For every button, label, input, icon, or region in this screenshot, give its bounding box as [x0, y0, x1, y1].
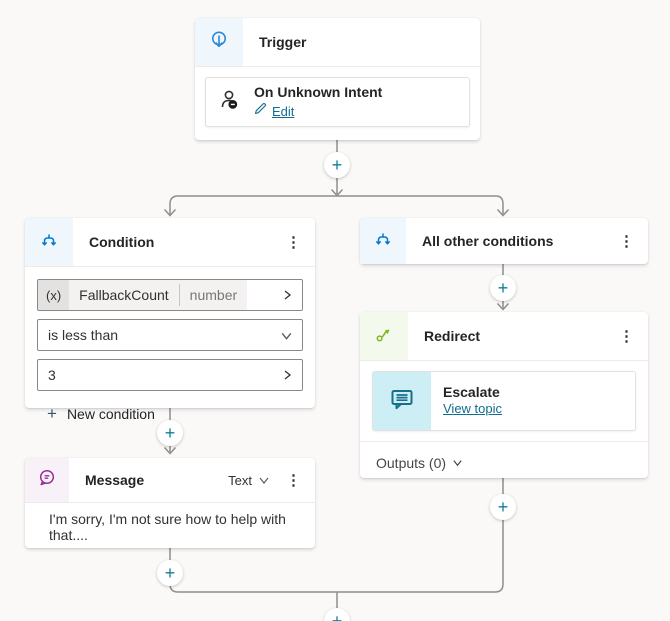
chat-message-icon: [388, 385, 416, 418]
add-node-button-before-message[interactable]: +: [157, 420, 183, 446]
message-node[interactable]: Message Text ⋮ I'm sorry, I'm not sure h…: [25, 458, 315, 548]
outputs-label: Outputs (0): [376, 454, 447, 471]
branch-icon: [373, 229, 393, 254]
trigger-icon: [209, 30, 229, 55]
chevron-right-icon[interactable]: [272, 369, 302, 381]
condition-variable-field[interactable]: (x) FallbackCount number: [37, 279, 303, 311]
redirect-icon: [374, 324, 394, 349]
chip-divider: [178, 284, 180, 306]
condition-node-title: Condition: [89, 234, 155, 250]
new-condition-button[interactable]: + New condition: [47, 405, 303, 422]
add-node-button-after-trigger[interactable]: +: [324, 152, 350, 178]
edit-link[interactable]: Edit: [272, 103, 295, 119]
chevron-right-icon[interactable]: [272, 289, 302, 301]
message-mode-dropdown[interactable]: Text: [228, 473, 270, 488]
chevron-down-icon[interactable]: [271, 329, 302, 342]
condition-value-field[interactable]: 3: [37, 359, 303, 391]
variable-name: FallbackCount: [79, 287, 169, 303]
trigger-node-title: Trigger: [259, 34, 307, 50]
message-mode-label: Text: [228, 472, 252, 488]
condition-operator-dropdown[interactable]: is less than: [37, 319, 303, 351]
view-topic-link[interactable]: View topic: [443, 401, 503, 416]
chevron-down-icon: [452, 455, 463, 471]
all-other-conditions-node[interactable]: All other conditions ⋮: [360, 218, 648, 264]
plus-icon: +: [47, 404, 57, 423]
message-node-title: Message: [85, 472, 145, 488]
trigger-child-card[interactable]: On Unknown Intent Edit: [205, 77, 470, 127]
escalate-title: Escalate: [443, 384, 500, 400]
redirect-menu-button[interactable]: ⋮: [619, 327, 634, 345]
add-node-button-before-redirect[interactable]: +: [490, 275, 516, 301]
all-other-menu-button[interactable]: ⋮: [619, 232, 634, 250]
redirect-icon-well: [360, 312, 408, 360]
condition-node[interactable]: Condition ⋮ (x) FallbackCount number is …: [25, 218, 315, 422]
trigger-child-title: On Unknown Intent: [254, 84, 383, 100]
chevron-down-icon: [258, 474, 270, 486]
condition-menu-button[interactable]: ⋮: [286, 233, 301, 251]
redirect-node-title: Redirect: [424, 328, 481, 344]
message-menu-button[interactable]: ⋮: [286, 471, 301, 489]
condition-icon-well: [25, 218, 73, 266]
person-chat-icon: [218, 88, 242, 117]
variable-prefix-badge: (x): [38, 280, 70, 310]
operator-value: is less than: [48, 327, 119, 343]
add-node-button-after-merge[interactable]: +: [324, 608, 350, 621]
pencil-icon: [254, 102, 267, 120]
add-node-button-after-redirect[interactable]: +: [490, 494, 516, 520]
redirect-child-card[interactable]: Escalate View topic: [372, 371, 636, 431]
add-node-button-after-message[interactable]: +: [157, 560, 183, 586]
trigger-icon-well: [195, 18, 243, 66]
trigger-node[interactable]: Trigger On Unknown Intent: [195, 18, 480, 140]
speech-bubble-icon: [37, 468, 57, 493]
outputs-toggle[interactable]: Outputs (0): [360, 441, 648, 483]
redirect-node[interactable]: Redirect ⋮ Escalate View topic: [360, 312, 648, 478]
escalate-icon-well: [373, 372, 431, 430]
new-condition-label: New condition: [66, 405, 155, 422]
message-body-text[interactable]: I'm sorry, I'm not sure how to help with…: [49, 511, 286, 543]
all-other-conditions-title: All other conditions: [422, 233, 554, 249]
condition-value: 3: [48, 367, 56, 383]
all-other-icon-well: [360, 218, 406, 264]
branch-icon: [39, 230, 59, 255]
message-icon-well: [25, 458, 69, 502]
variable-type: number: [189, 287, 238, 303]
